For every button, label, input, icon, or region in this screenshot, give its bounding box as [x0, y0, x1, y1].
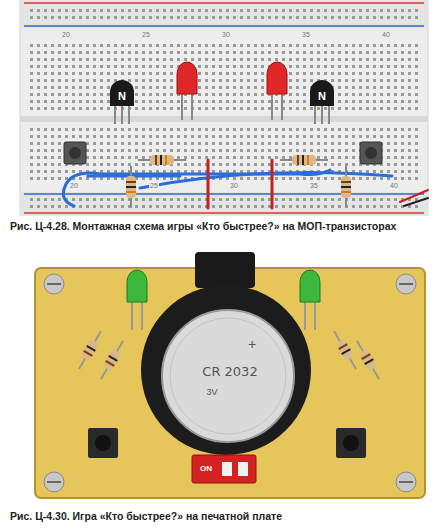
- column-number: 25: [149, 182, 159, 190]
- pcb: [35, 252, 425, 498]
- column-number: 40: [389, 182, 399, 190]
- battery-polarity: +: [248, 336, 256, 352]
- column-number: 20: [69, 182, 79, 190]
- column-number: 20: [61, 31, 71, 39]
- column-number: 35: [309, 182, 319, 190]
- battery-voltage: 3V: [206, 387, 217, 397]
- push-button: [64, 142, 382, 164]
- figure-caption: Рис. Ц-4.28. Монтажная схема игры «Кто б…: [10, 220, 396, 232]
- led: [177, 62, 287, 120]
- figure-caption: Рис. Ц-4.30. Игра «Кто быстрее?» на печа…: [10, 510, 282, 522]
- column-number: 25: [141, 31, 151, 39]
- wires: [63, 160, 428, 208]
- column-number: 40: [381, 31, 391, 39]
- transistor-mark: N: [318, 90, 326, 103]
- resistor: [126, 155, 351, 208]
- transistor-mark: N: [118, 90, 126, 103]
- breadboard: [20, 0, 428, 215]
- column-number: 35: [301, 31, 311, 39]
- column-number: 30: [221, 31, 231, 39]
- transistor: [110, 80, 334, 124]
- switch-label: ON: [200, 464, 212, 473]
- battery-marking: CR 2032: [202, 365, 257, 380]
- column-number: 30: [229, 182, 239, 190]
